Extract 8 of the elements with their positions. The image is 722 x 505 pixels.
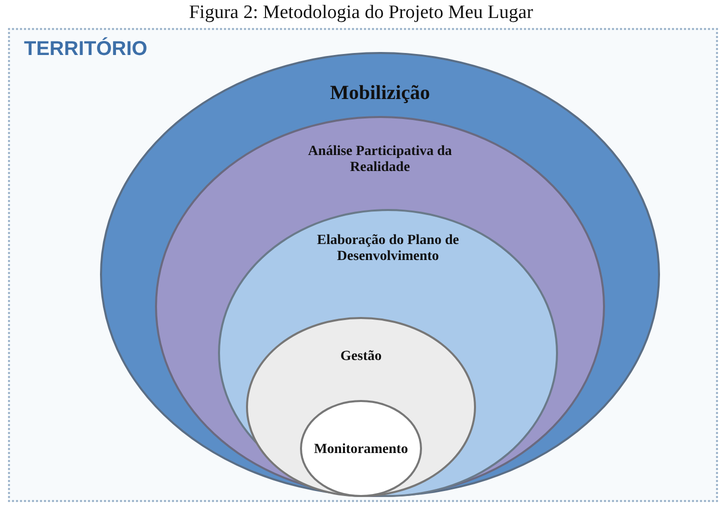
region-panel — [8, 28, 718, 502]
layer-label: Monitoramento — [314, 442, 408, 458]
layer-label: Elaboração do Plano de Desenvolvimento — [316, 233, 460, 266]
region-title: TERRITÓRIO — [24, 38, 148, 61]
figure-title: Figura 2: Metodologia do Projeto Meu Lugar — [188, 2, 534, 24]
layer-label: Mobilizição — [330, 82, 430, 105]
layer-label: Gestão — [340, 349, 382, 366]
layer-label: Análise Participativa da Realidade — [307, 144, 453, 176]
